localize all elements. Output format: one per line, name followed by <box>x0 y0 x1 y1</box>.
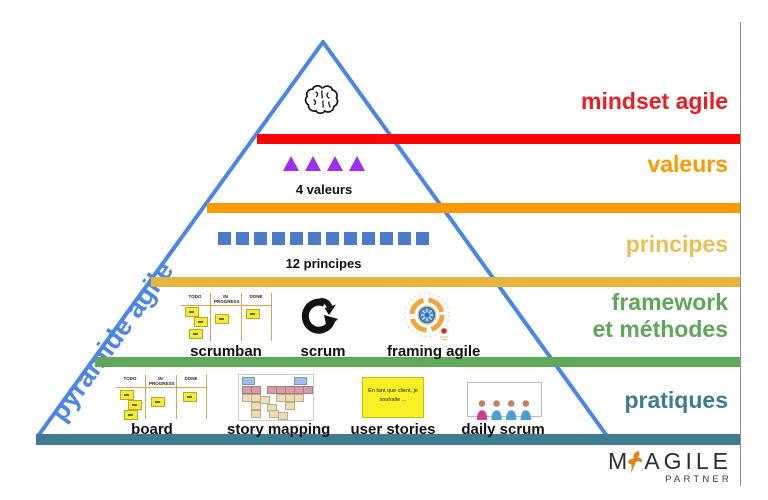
sticky-note <box>183 392 197 402</box>
valeurs-caption: 4 valeurs <box>295 182 353 197</box>
story-card <box>294 377 307 385</box>
scrum-label: scrum <box>300 343 346 360</box>
kanban-column-header: IN PROGRESS <box>149 376 175 387</box>
square-icon <box>416 232 429 245</box>
sticky-note <box>189 329 203 339</box>
level-label-valeurs: valeurs <box>647 151 728 177</box>
kanban-column-header: TODO <box>123 376 137 381</box>
story-card <box>294 394 304 402</box>
kanban-column-header: DONE <box>249 294 263 299</box>
logo-subtitle: PARTNER <box>665 474 732 485</box>
story-card <box>251 386 261 394</box>
column-divider <box>241 293 242 341</box>
header-divider <box>116 387 206 388</box>
square-icon <box>380 232 393 245</box>
story-mapping-diagram <box>238 374 314 421</box>
daily-scrum-illustration <box>467 382 542 420</box>
story-card <box>285 402 295 410</box>
square-icon <box>362 232 375 245</box>
level-bar-mindset <box>257 134 740 144</box>
level-label-framework-et-methodes: framework et méthodes <box>593 289 728 343</box>
triangle-icon <box>305 156 321 171</box>
sticky-note <box>194 317 208 327</box>
square-icon <box>254 232 267 245</box>
myagile-partner-logo: M AGILE PARTNER <box>608 448 732 486</box>
level-bar-principes <box>151 277 740 287</box>
kanban-column-header: TODO <box>188 294 202 299</box>
level-label-pratiques: pratiques <box>624 387 728 413</box>
sticky-note <box>215 314 229 324</box>
story-card <box>278 412 288 420</box>
triangle-icon <box>283 156 299 171</box>
framing-agile-icon <box>404 292 450 340</box>
sticky-note <box>246 309 260 319</box>
kanban-column-header: IN PROGRESS <box>214 294 240 305</box>
board-label: board <box>131 421 173 438</box>
level-label-mindset-agile: mindset agile <box>581 88 728 114</box>
sticky-note <box>120 390 134 400</box>
valeurs-triangles <box>283 156 365 171</box>
square-icon <box>290 232 303 245</box>
scrumban-label: scrumban <box>190 343 262 360</box>
level-bar-framework <box>95 357 740 367</box>
square-icon <box>236 232 249 245</box>
story-mapping-label: story mapping <box>227 421 331 438</box>
story-card <box>251 410 261 418</box>
story-card <box>251 402 261 410</box>
story-card <box>260 396 270 404</box>
level-bar-pratiques <box>36 434 740 445</box>
sticky-note <box>185 307 199 317</box>
scrumban-board: TODO IN PROGRESS DONE <box>180 292 272 342</box>
column-divider <box>206 375 207 419</box>
square-icon <box>308 232 321 245</box>
level-bar-valeurs <box>207 203 740 213</box>
user-story-card: En tant que client, je souhaite ... <box>362 377 424 418</box>
story-card <box>303 386 313 394</box>
triangle-icon <box>327 156 343 171</box>
brain-icon <box>304 85 339 115</box>
logo-name-text: AGILE <box>644 448 732 474</box>
logo-letter-m: M <box>608 448 629 474</box>
kanban-column-header: DONE <box>184 376 198 381</box>
column-divider <box>271 293 272 341</box>
scrum-cycle-icon <box>301 298 338 334</box>
user-stories-label: user stories <box>350 421 436 438</box>
framing-agile-label: framing agile <box>387 343 481 360</box>
framework-label-line1: framework <box>611 289 728 315</box>
sticky-note <box>128 400 142 410</box>
column-divider <box>145 375 146 419</box>
gecko-icon <box>628 450 643 475</box>
square-icon <box>218 232 231 245</box>
pyramid-left-edge <box>36 40 325 438</box>
vertical-divider <box>740 22 741 486</box>
principes-squares <box>218 232 429 245</box>
square-icon <box>326 232 339 245</box>
sticky-note <box>151 397 165 407</box>
header-divider <box>181 305 271 306</box>
sticky-note <box>124 410 138 420</box>
people-icons <box>476 400 531 420</box>
kanban-board: TODO IN PROGRESS DONE <box>115 374 207 420</box>
square-icon <box>398 232 411 245</box>
pyramid-right-edge <box>321 40 609 438</box>
square-icon <box>344 232 357 245</box>
framework-label-line2: et méthodes <box>592 316 728 343</box>
column-divider <box>210 293 211 341</box>
story-card <box>242 377 255 385</box>
square-icon <box>272 232 285 245</box>
daily-scrum-label: daily scrum <box>461 421 545 438</box>
triangle-icon <box>349 156 365 171</box>
column-divider <box>176 375 177 419</box>
level-label-principes: principes <box>625 231 728 257</box>
principes-caption: 12 principes <box>285 256 362 271</box>
